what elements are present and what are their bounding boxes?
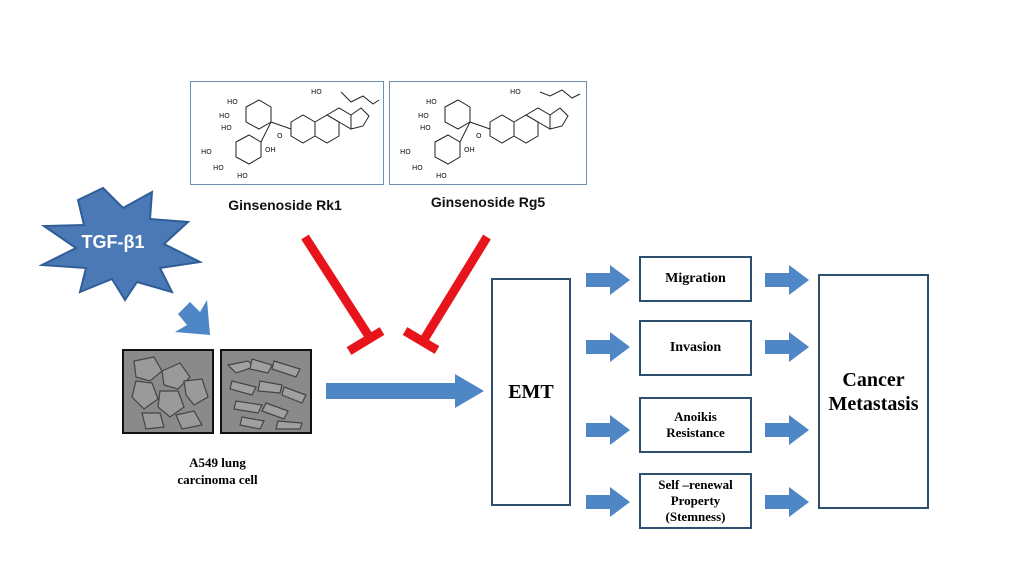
svg-text:HO: HO — [418, 112, 429, 120]
metastasis-label-line1: Cancer — [842, 368, 905, 391]
anoikis-label-line2: Resistance — [666, 425, 725, 440]
svg-text:HO: HO — [201, 148, 212, 156]
svg-text:HO: HO — [400, 148, 411, 156]
svg-text:HO: HO — [436, 172, 447, 180]
metastasis-label-line2: Metastasis — [828, 392, 919, 415]
migration-label: Migration — [665, 271, 726, 286]
svg-text:HO: HO — [237, 172, 248, 180]
invasion-label: Invasion — [669, 340, 722, 355]
stemness-label-line1: Self –renewal — [658, 477, 733, 492]
svg-text:HO: HO — [227, 98, 238, 106]
tgf-to-cell-arrow — [175, 300, 210, 335]
svg-text:HO: HO — [311, 88, 322, 96]
svg-text:HO: HO — [412, 164, 423, 172]
cell-micrograph-after — [220, 349, 312, 434]
cell-label: A549 lung carcinoma cell — [150, 454, 285, 488]
rk1-inhibitor-line — [301, 234, 374, 341]
cell-micrograph-before — [122, 349, 214, 434]
emt-box: EMT — [491, 278, 571, 506]
emt-to-outcome-arrows — [586, 265, 630, 517]
rg5-label: Ginsenoside Rg5 — [430, 194, 546, 210]
svg-text:O: O — [277, 132, 283, 140]
rk1-label: Ginsenoside Rk1 — [228, 197, 342, 213]
main-arrow-head — [455, 374, 484, 408]
stemness-label-line2: Property — [670, 493, 721, 508]
cell-label-line2: carcinoma cell — [177, 472, 258, 487]
svg-text:HO: HO — [510, 88, 521, 96]
svg-text:HO: HO — [221, 124, 232, 132]
svg-text:HO: HO — [420, 124, 431, 132]
tgf-burst-shape — [38, 186, 204, 302]
invasion-box: Invasion — [639, 320, 752, 376]
anoikis-label-line1: Anoikis — [674, 409, 717, 424]
svg-text:OH: OH — [265, 146, 276, 154]
rk1-inhibitor-bar — [346, 327, 385, 355]
metastasis-box: Cancer Metastasis — [818, 274, 929, 509]
svg-text:OH: OH — [464, 146, 475, 154]
stemness-label-line3: (Stemness) — [665, 509, 726, 524]
svg-text:HO: HO — [219, 112, 230, 120]
anoikis-box: Anoikis Resistance — [639, 397, 752, 453]
svg-text:HO: HO — [426, 98, 437, 106]
cell-label-line1: A549 lung — [189, 455, 246, 470]
rg5-inhibitor-line — [421, 234, 491, 341]
tgf-label: TGF-β1 — [81, 232, 145, 252]
outcome-to-metastasis-arrows — [765, 265, 809, 517]
migration-box: Migration — [639, 256, 752, 302]
main-arrow-shaft — [326, 383, 456, 399]
svg-text:O: O — [476, 132, 482, 140]
stemness-box: Self –renewal Property (Stemness) — [639, 473, 752, 529]
svg-text:HO: HO — [213, 164, 224, 172]
rg5-inhibitor-bar — [402, 327, 440, 354]
emt-label: EMT — [508, 380, 554, 403]
